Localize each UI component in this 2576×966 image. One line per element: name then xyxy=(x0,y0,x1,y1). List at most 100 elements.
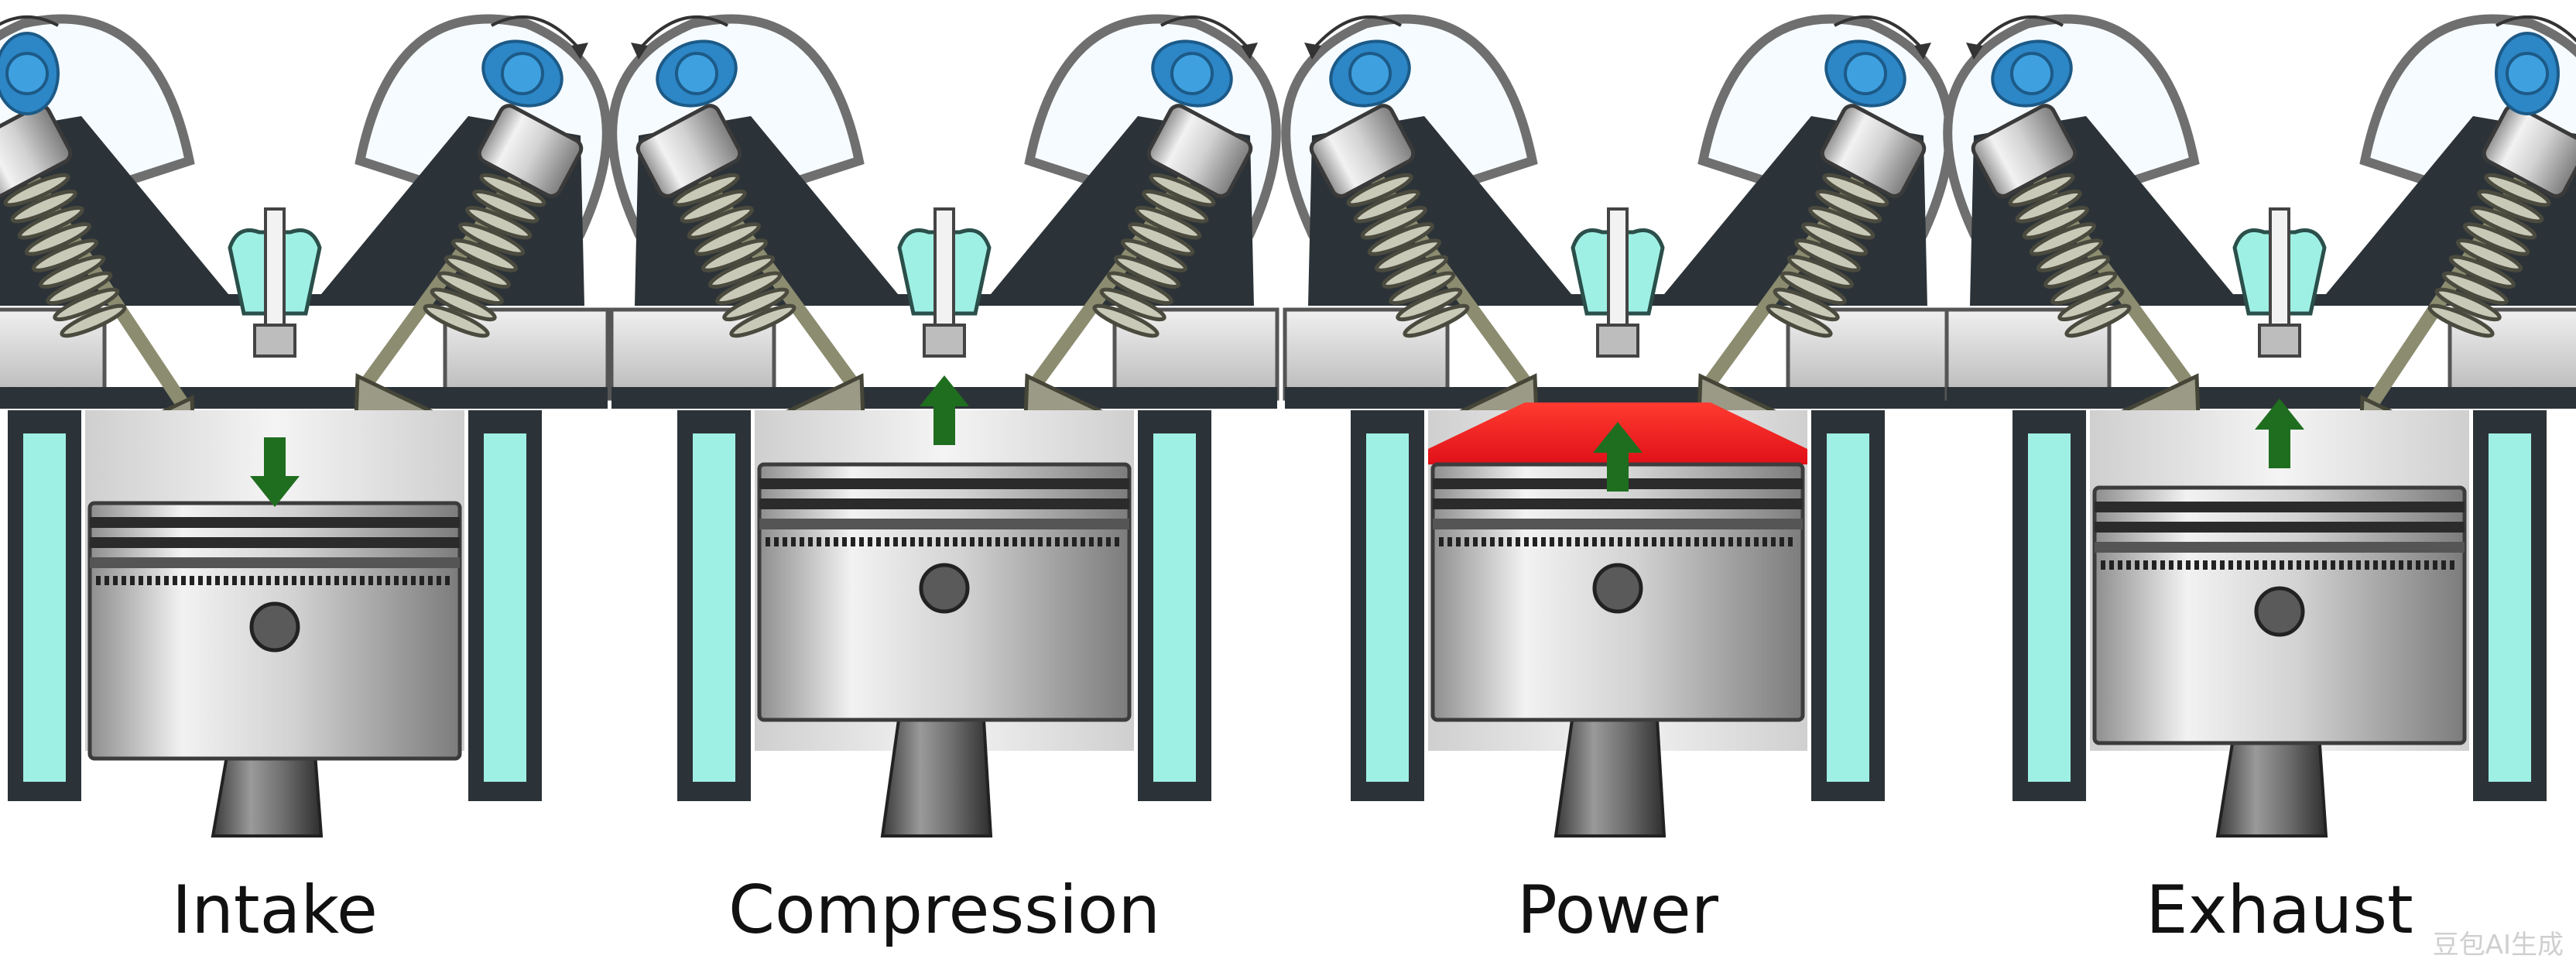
intake-spring xyxy=(2008,173,2132,338)
piston-ring xyxy=(90,557,460,568)
stage-label-power: Power xyxy=(1517,872,1719,949)
camshaft-hub xyxy=(5,52,49,95)
spark-plug-tip xyxy=(253,324,296,358)
camshaft-hub xyxy=(675,52,718,95)
coolant-left xyxy=(1366,433,1409,782)
rotation-arrow-icon xyxy=(637,15,728,52)
intake-valve xyxy=(631,15,865,420)
spark-plug xyxy=(2269,207,2290,327)
camshaft-hub xyxy=(2010,52,2054,95)
engine-stage-power: Power xyxy=(1281,14,1954,949)
piston-ring xyxy=(2095,522,2465,533)
piston-ring xyxy=(1433,498,1803,509)
exhaust-spring xyxy=(1092,173,1216,338)
arrow-up-icon xyxy=(920,375,969,445)
coolant-left xyxy=(23,433,66,782)
spark-plug xyxy=(264,207,286,327)
valve-tappet xyxy=(635,104,742,198)
exhaust-spring xyxy=(2427,173,2551,338)
engine-stage-compression: Compression xyxy=(608,14,1281,949)
spark-plug-tip xyxy=(1596,324,1639,358)
valve-tappet xyxy=(1309,104,1416,198)
piston-ring xyxy=(2095,502,2465,512)
valve-tappet xyxy=(2482,104,2576,198)
coolant-right xyxy=(1153,433,1196,782)
coolant-right xyxy=(1827,433,1869,782)
head-block-left xyxy=(1944,307,2112,401)
rotation-arrowhead-icon xyxy=(1914,43,1931,60)
cylinder-head xyxy=(0,116,584,306)
arrow-up-icon xyxy=(1593,422,1643,492)
rotation-arrow-icon xyxy=(1972,15,2064,52)
piston-ring xyxy=(2095,542,2465,553)
spark-plug-tip xyxy=(923,324,966,358)
stage-label-compression: Compression xyxy=(728,872,1160,949)
engine-stage-intake: Intake xyxy=(0,14,611,949)
piston-ring xyxy=(1433,519,1803,529)
rotation-arrowhead-icon xyxy=(571,43,588,60)
exhaust-valve xyxy=(354,15,588,420)
intake-valve xyxy=(1966,15,2201,420)
arrow-up-icon xyxy=(2255,399,2304,468)
camshaft-hub xyxy=(501,52,544,95)
cylinder-head xyxy=(635,116,1254,306)
cylinder-head xyxy=(1970,116,2576,306)
coolant-right xyxy=(2489,433,2531,782)
spark-plug-tip xyxy=(2258,324,2301,358)
camshaft-hub xyxy=(1170,52,1214,95)
rotation-arrowhead-icon xyxy=(1241,43,1258,60)
head-gasket xyxy=(0,387,608,409)
coolant-right xyxy=(484,433,526,782)
piston-ring xyxy=(759,478,1129,489)
piston-ring xyxy=(759,519,1129,529)
wrist-pin xyxy=(2254,586,2305,637)
intake-spring xyxy=(3,173,127,338)
arrow-down-icon xyxy=(250,437,300,507)
wrist-pin xyxy=(249,601,300,653)
intake-valve xyxy=(1304,15,1539,420)
camshaft-hub xyxy=(1844,52,1887,95)
piston-ring xyxy=(90,537,460,548)
wrist-pin xyxy=(1592,563,1643,614)
piston xyxy=(1430,462,1805,722)
head-gasket xyxy=(1947,387,2576,409)
exhaust-spring xyxy=(423,173,546,338)
rotation-arrow-icon xyxy=(1160,15,1252,52)
coolant-left xyxy=(2028,433,2071,782)
rotation-arrow-icon xyxy=(1310,15,1402,52)
piston xyxy=(757,462,1132,722)
camshaft-hub xyxy=(1348,52,1392,95)
piston xyxy=(2092,485,2467,745)
stage-label-intake: Intake xyxy=(172,872,378,949)
exhaust-valve xyxy=(2358,15,2576,442)
intake-spring xyxy=(673,173,796,338)
valve-tappet xyxy=(477,104,584,198)
piston xyxy=(87,501,462,761)
piston-ring xyxy=(90,517,460,528)
watermark: 豆包AI生成 xyxy=(2433,930,2564,961)
exhaust-spring xyxy=(1766,173,1889,338)
camshaft-hub xyxy=(2506,52,2549,95)
coolant-left xyxy=(693,433,735,782)
valve-tappet xyxy=(1971,104,2078,198)
exhaust-valve xyxy=(1023,15,1258,420)
valve-tappet xyxy=(0,104,73,198)
engine-stage-exhaust: Exhaust xyxy=(1943,14,2576,949)
rotation-arrow-icon xyxy=(1834,15,1925,52)
wrist-pin xyxy=(919,563,970,614)
rotation-arrow-icon xyxy=(491,15,582,52)
cylinder-head xyxy=(1308,116,1927,306)
intake-spring xyxy=(1346,173,1470,338)
exhaust-valve xyxy=(1697,15,1931,420)
rotation-arrowhead-icon xyxy=(1304,43,1321,60)
piston-ring xyxy=(759,498,1129,509)
rotation-arrowhead-icon xyxy=(1966,43,1983,60)
valve-tappet xyxy=(1820,104,1927,198)
valve-tappet xyxy=(1146,104,1253,198)
spark-plug xyxy=(933,207,955,327)
rotation-arrowhead-icon xyxy=(631,43,648,60)
spark-plug xyxy=(1607,207,1629,327)
stage-label-exhaust: Exhaust xyxy=(2146,872,2413,949)
